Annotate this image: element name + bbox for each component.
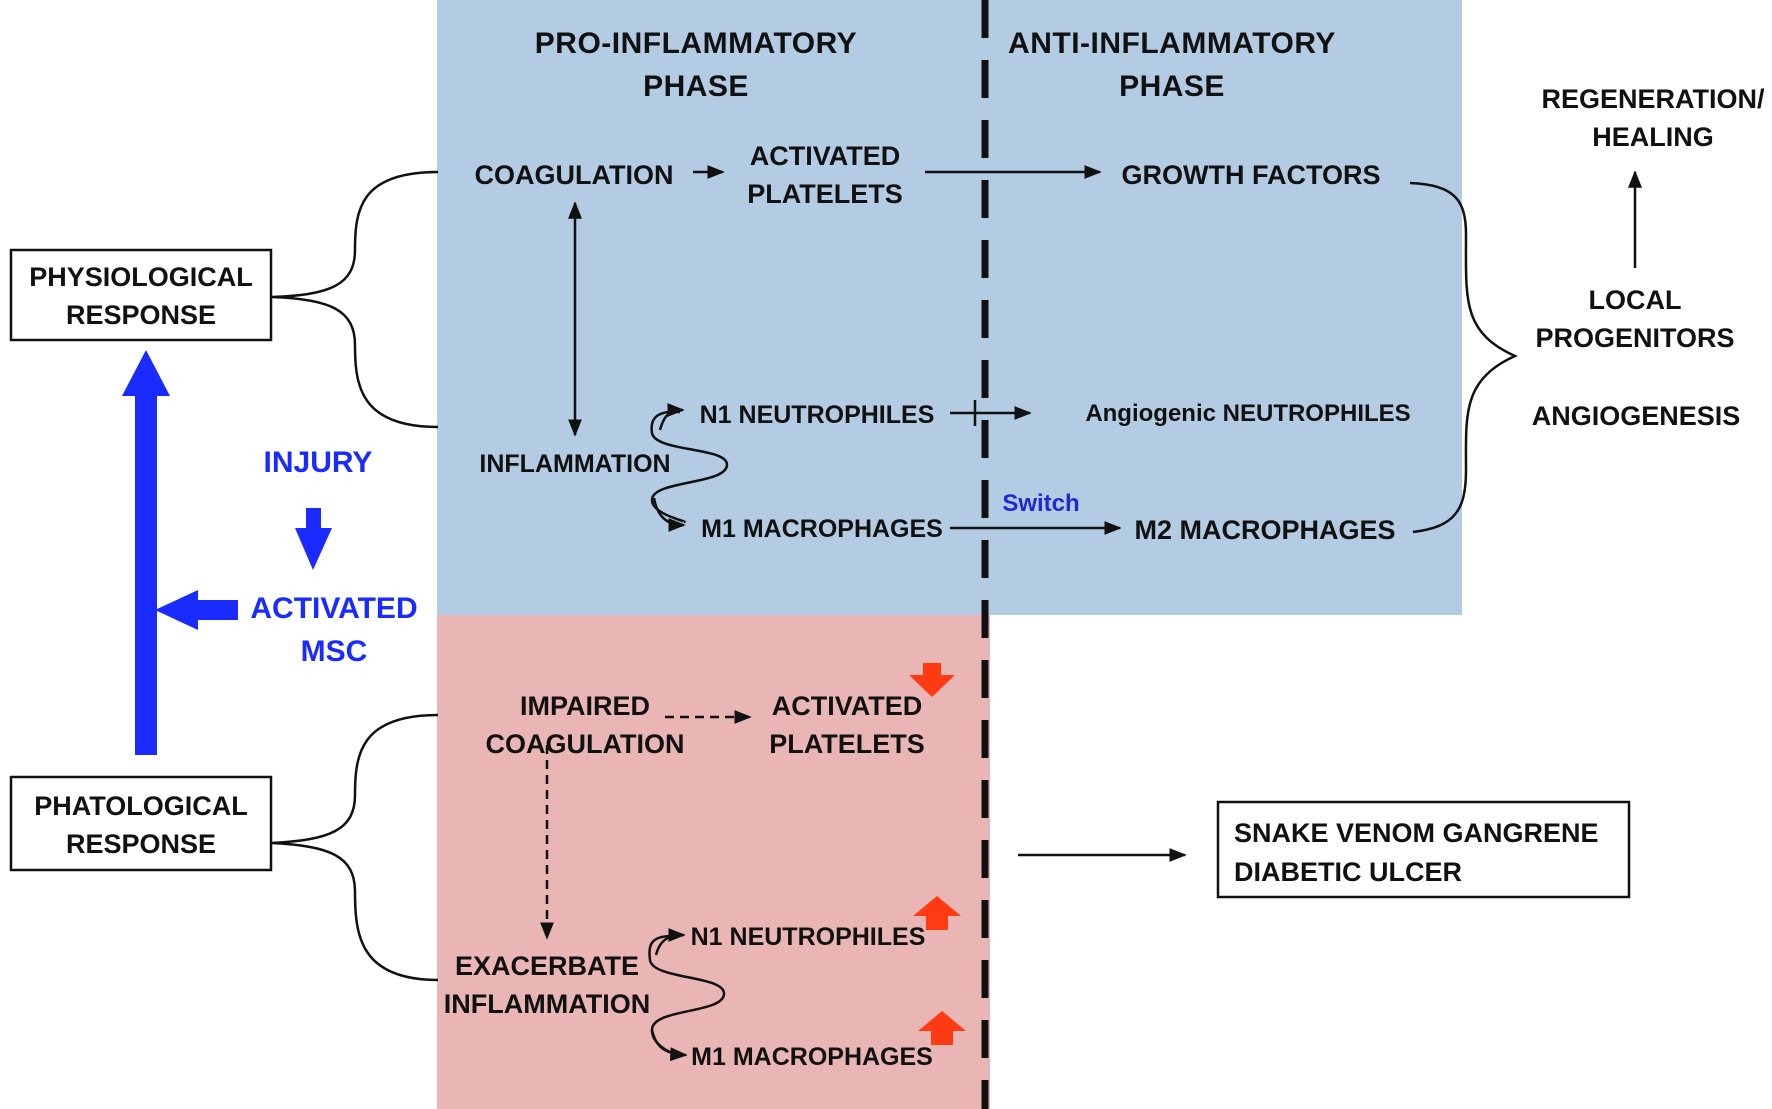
squiggle-to-m1 (652, 497, 686, 532)
exacerbate-line2: INFLAMMATION (444, 989, 650, 1019)
m1-macrophages-label: M1 MACROPHAGES (701, 515, 943, 543)
angiogenic-neutrophiles-label: Angiogenic NEUTROPHILES (1085, 400, 1410, 427)
switch-label: Switch (1002, 490, 1079, 517)
outcome-brace (1409, 181, 1519, 534)
patho-platelets-line2: PLATELETS (769, 729, 925, 759)
local-progenitors-line1: LOCAL (1589, 285, 1682, 315)
activated-platelets-line2: PLATELETS (747, 179, 903, 209)
exacerbate-line1: EXACERBATE (455, 951, 639, 981)
msc-upward-arrowhead (122, 350, 170, 396)
msc-label-line1: ACTIVATED (250, 592, 417, 625)
regeneration-line1: REGENERATION/ (1541, 84, 1765, 114)
msc-left-arrowhead (155, 590, 198, 630)
physiological-brace (271, 170, 439, 429)
pathological-panel (437, 615, 990, 1109)
msc-label-line2: MSC (301, 635, 368, 668)
patho-squiggle-to-m1 (650, 1029, 688, 1062)
patho-outcome-line1: SNAKE VENOM GANGRENE (1234, 818, 1599, 848)
angiogenesis-label: ANGIOGENESIS (1532, 401, 1741, 431)
n1-increase-arrow (913, 896, 961, 930)
msc-left-arrow-shaft (195, 600, 238, 620)
platelets-decrease-arrow (909, 663, 955, 697)
regeneration-line2: HEALING (1592, 122, 1714, 152)
injury-arrowhead (295, 528, 332, 570)
impaired-line1: IMPAIRED (520, 691, 650, 721)
physiological-line1: PHYSIOLOGICAL (29, 262, 253, 292)
squiggle-to-n1 (658, 403, 685, 431)
injury-label: INJURY (264, 446, 373, 479)
pathological-response-box (9, 775, 273, 872)
patho-n1-label: N1 NEUTROPHILES (691, 923, 926, 951)
inflammation-label: INFLAMMATION (479, 450, 670, 478)
anti-header-line1: ANTI-INFLAMMATORY (1008, 27, 1336, 60)
patho-outcome-line2: DIABETIC ULCER (1234, 857, 1462, 887)
activated-platelets-line1: ACTIVATED (750, 141, 901, 171)
physiological-panel (437, 0, 1462, 615)
pro-header-line1: PRO-INFLAMMATORY (535, 27, 857, 60)
impaired-line2: COAGULATION (486, 729, 685, 759)
local-progenitors-line2: PROGENITORS (1535, 323, 1734, 353)
patho-platelets-line1: ACTIVATED (772, 691, 923, 721)
physiological-response-box (9, 248, 273, 342)
physiological-line2: RESPONSE (66, 300, 216, 330)
injury-arrow-shaft (306, 508, 321, 530)
growth-factors-label: GROWTH FACTORS (1122, 160, 1381, 190)
coagulation-label: COAGULATION (475, 160, 674, 190)
m2-macrophages-label: M2 MACROPHAGES (1134, 515, 1395, 545)
pathological-line2: RESPONSE (66, 829, 216, 859)
pathological-brace (271, 713, 439, 982)
anti-header-line2: PHASE (1119, 70, 1225, 103)
patho-squiggle-to-n1 (654, 928, 686, 956)
m1-increase-arrow (918, 1011, 966, 1045)
patho-m1-label: M1 MACROPHAGES (691, 1043, 933, 1071)
n1-neutrophiles-label: N1 NEUTROPHILES (700, 401, 935, 429)
pro-header-line2: PHASE (643, 70, 749, 103)
pathological-line1: PHATOLOGICAL (34, 791, 248, 821)
patho-outcome-box (1216, 800, 1631, 899)
